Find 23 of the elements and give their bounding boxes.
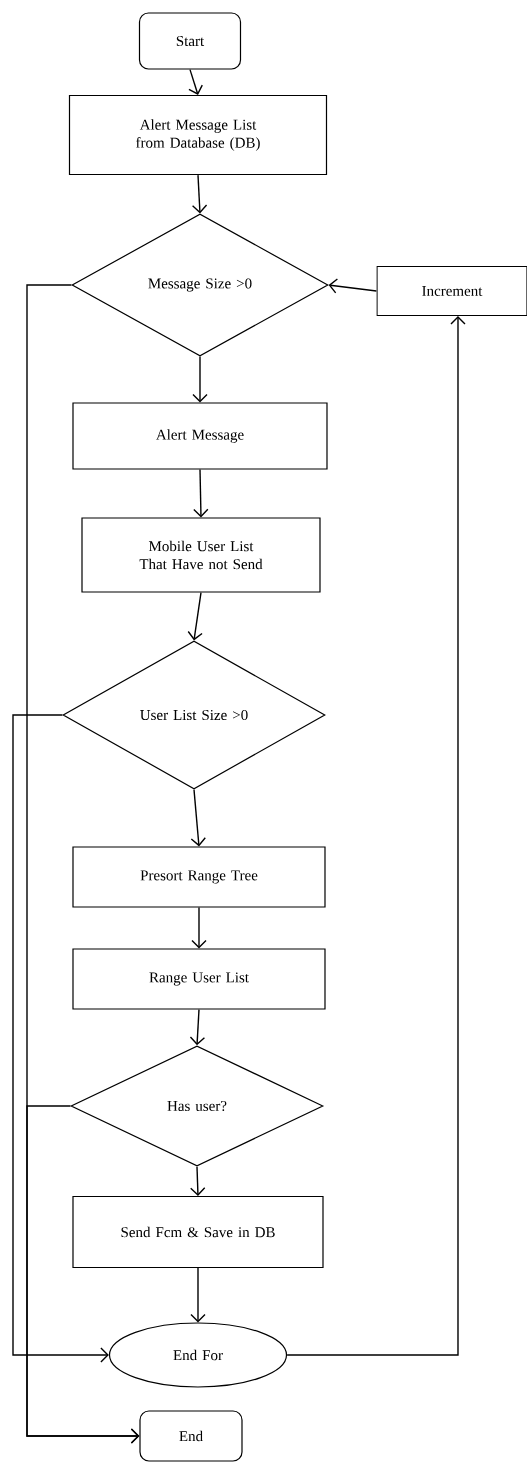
process-box: Alert Message xyxy=(72,402,328,470)
arrow xyxy=(189,1008,206,1046)
process-box: Send Fcm & Save in DB xyxy=(72,1195,324,1269)
arrow xyxy=(193,468,209,518)
process-box: Alert Message List from Database (DB) xyxy=(68,94,328,176)
process-box: Increment xyxy=(376,265,527,317)
arrow xyxy=(187,591,203,641)
arrow xyxy=(12,714,109,1363)
arrow xyxy=(26,1105,140,1444)
terminal-box: Start xyxy=(138,12,242,70)
arrow xyxy=(190,1267,206,1323)
arrow xyxy=(188,68,203,95)
arrow xyxy=(190,788,206,847)
arrow xyxy=(191,906,207,949)
arrow xyxy=(328,278,378,294)
arrow xyxy=(192,355,208,403)
process-box: Mobile User List That Have not Send xyxy=(81,517,321,593)
process-box: Presort Range Tree xyxy=(72,846,326,908)
arrow xyxy=(286,316,466,1356)
terminal-box: End xyxy=(139,1410,243,1462)
arrow xyxy=(190,1165,206,1196)
process-box: Range User List xyxy=(72,948,326,1010)
arrow xyxy=(191,174,208,214)
